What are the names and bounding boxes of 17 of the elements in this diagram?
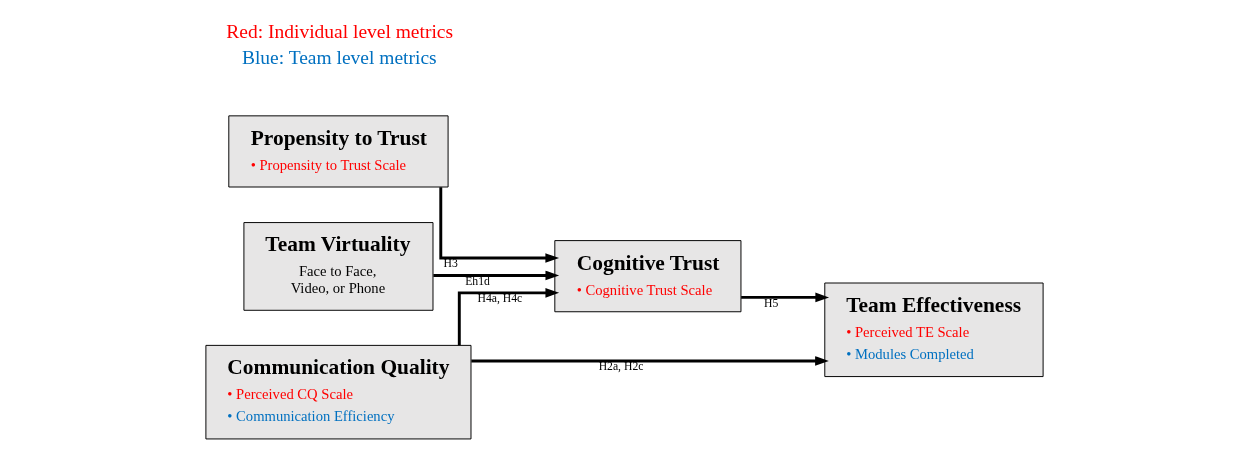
- arrow: [457, 288, 560, 346]
- legend-label: Blue: Team level metrics: [241, 46, 437, 68]
- arrow: [741, 292, 830, 303]
- node-box: Team Effectiveness • Perceived TE Scale • Modules Completed: [824, 282, 1044, 378]
- edge-label: H4a, H4c: [477, 292, 523, 306]
- node-box: Cognitive Trust • Cognitive Trust Scale: [554, 240, 742, 313]
- node-box: Propensity to Trust • Propensity to Trust Scale: [228, 115, 449, 188]
- edge-label: Eh1d: [465, 274, 490, 288]
- arrow: [471, 356, 829, 366]
- node-box: Team Virtuality Face to Face, Video, or Phone: [243, 222, 434, 311]
- node-box: Communication Quality • Perceived CQ Scale • Communication Efficiency: [205, 344, 472, 440]
- edge-label: H2a, H2c: [598, 360, 644, 374]
- legend-label: Red: Individual level metrics: [226, 21, 454, 43]
- arrow: [433, 270, 560, 281]
- arrow: [439, 187, 560, 263]
- edge-label: H3: [443, 257, 458, 271]
- edge-label: H5: [764, 296, 779, 310]
